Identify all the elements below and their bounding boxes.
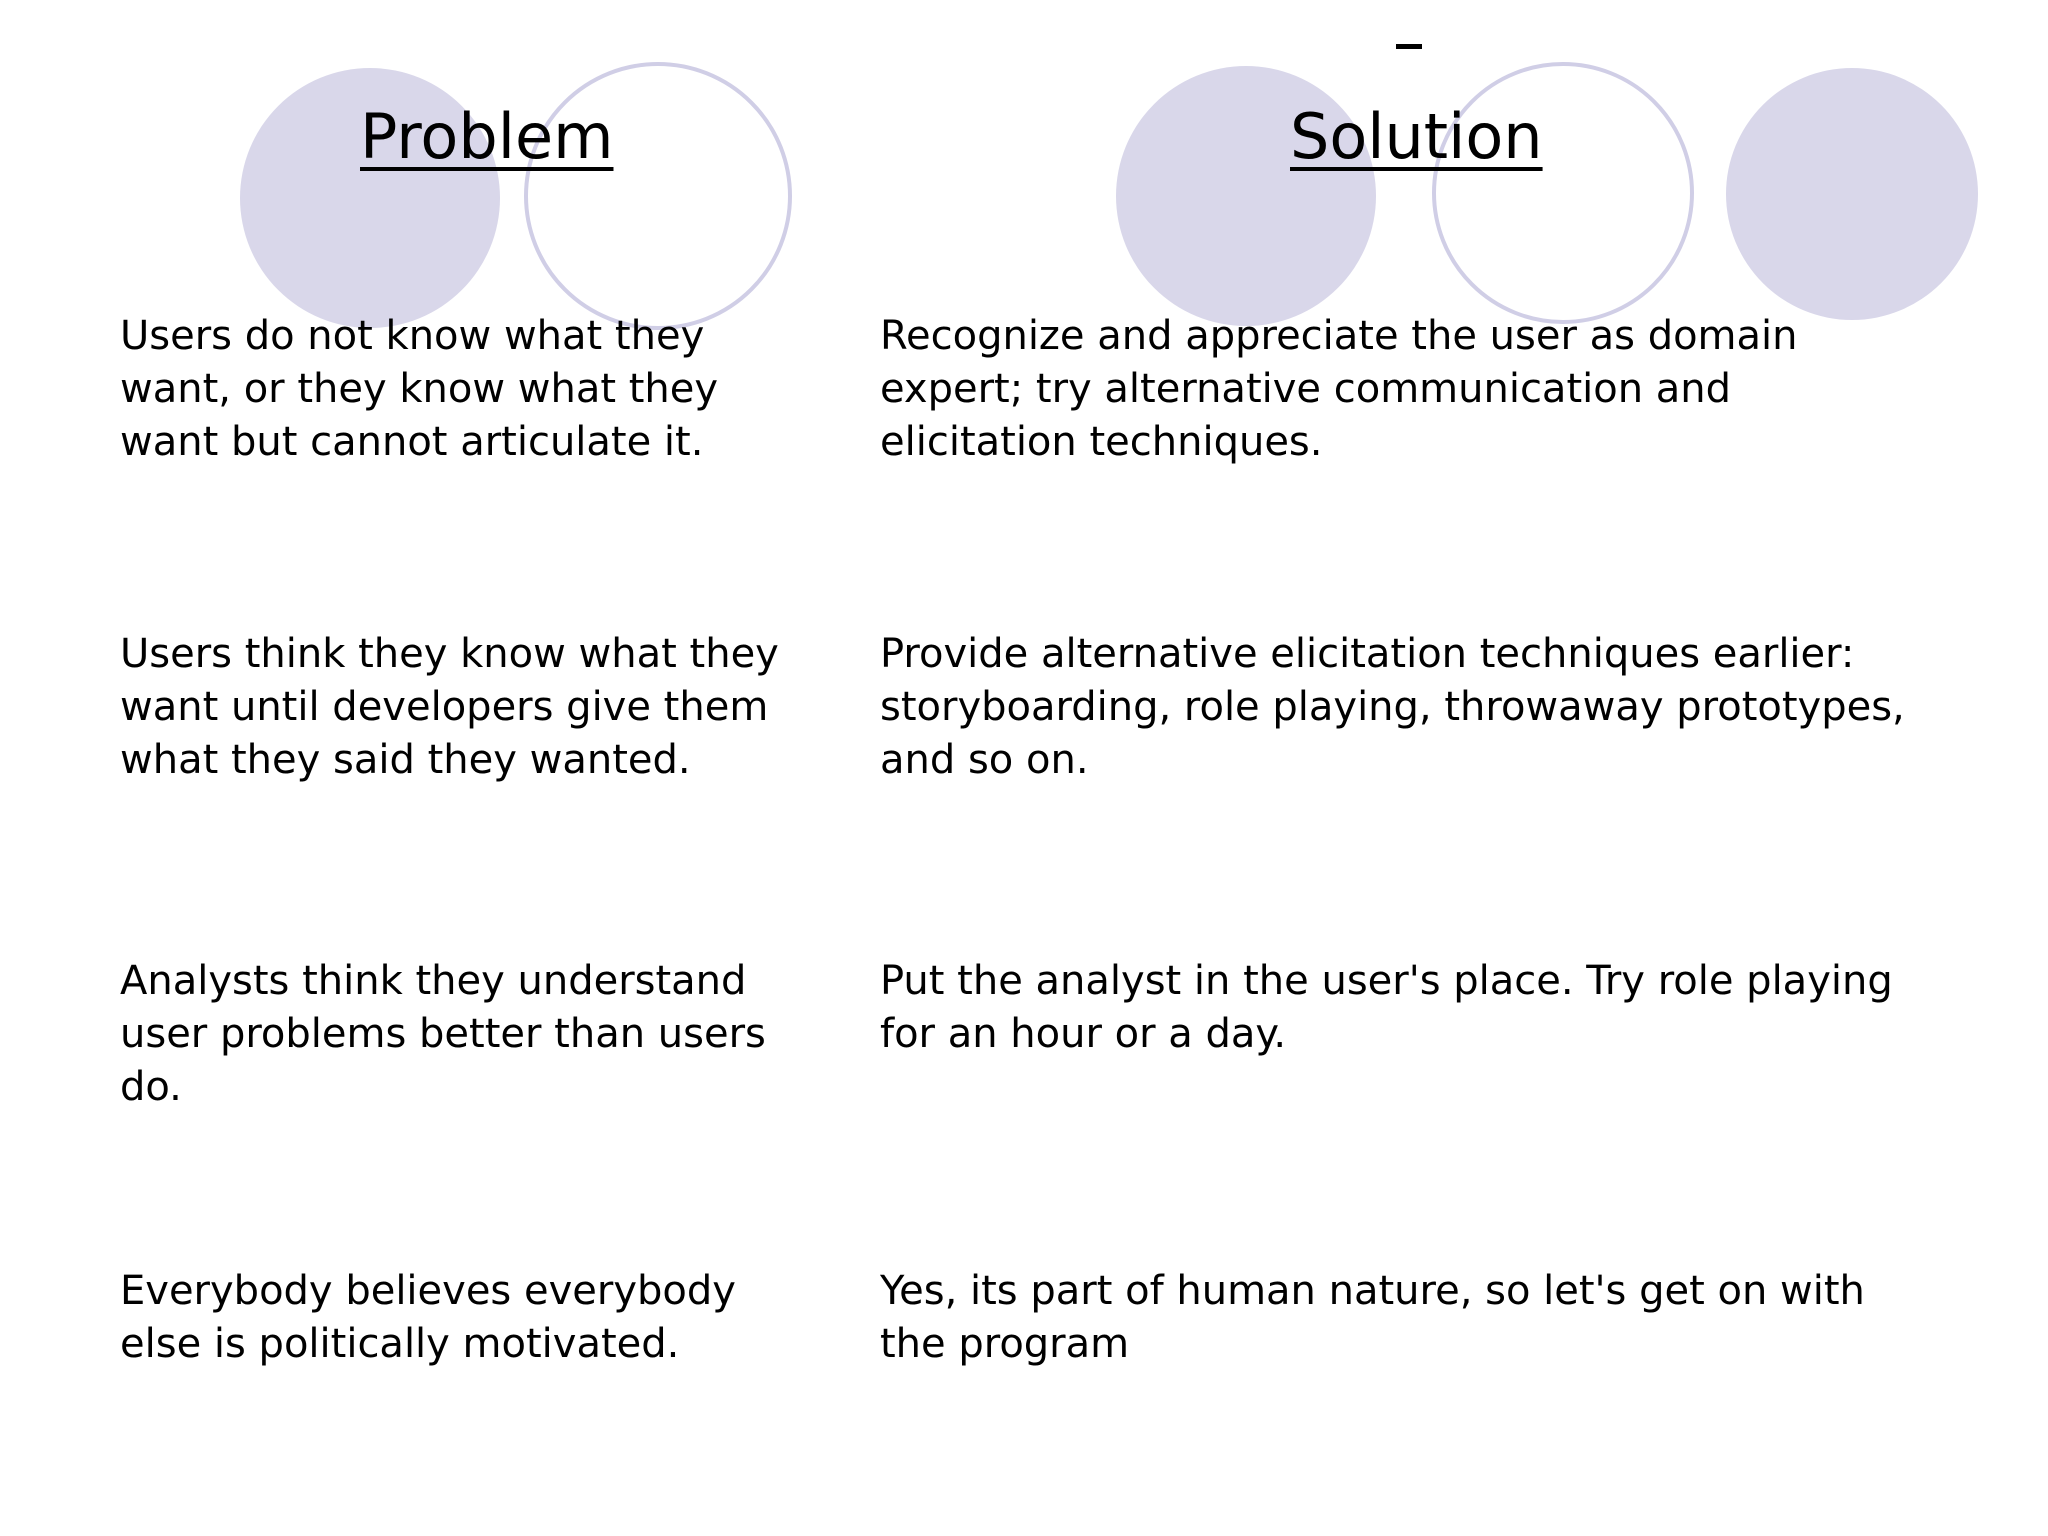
decorative-outline-circle-left xyxy=(524,62,792,330)
solution-item: Put the analyst in the user's place. Try… xyxy=(880,958,1893,1057)
decorative-outline-circle-right xyxy=(1432,62,1694,324)
problem-item: Users think they know what they want unt… xyxy=(120,631,779,783)
solution-item: Yes, its part of human nature, so let's … xyxy=(880,1268,1865,1367)
decorative-filled-circle-right-b xyxy=(1726,68,1978,320)
problem-item: Analysts think they understand user prob… xyxy=(120,958,766,1110)
problem-item: Everybody believes everybody else is pol… xyxy=(120,1268,736,1367)
solution-item: Provide alternative elicitation techniqu… xyxy=(880,631,1905,783)
problem-item: Users do not know what they want, or the… xyxy=(120,313,719,465)
page-title-solution: Solution xyxy=(1290,100,1543,173)
page-title-problem: Problem xyxy=(360,100,614,173)
solution-item: Recognize and appreciate the user as dom… xyxy=(880,313,1798,465)
decorative-filled-circle-right-a xyxy=(1116,66,1376,326)
dash-mark-icon xyxy=(1396,44,1422,49)
decorative-filled-circle-left xyxy=(240,68,500,328)
